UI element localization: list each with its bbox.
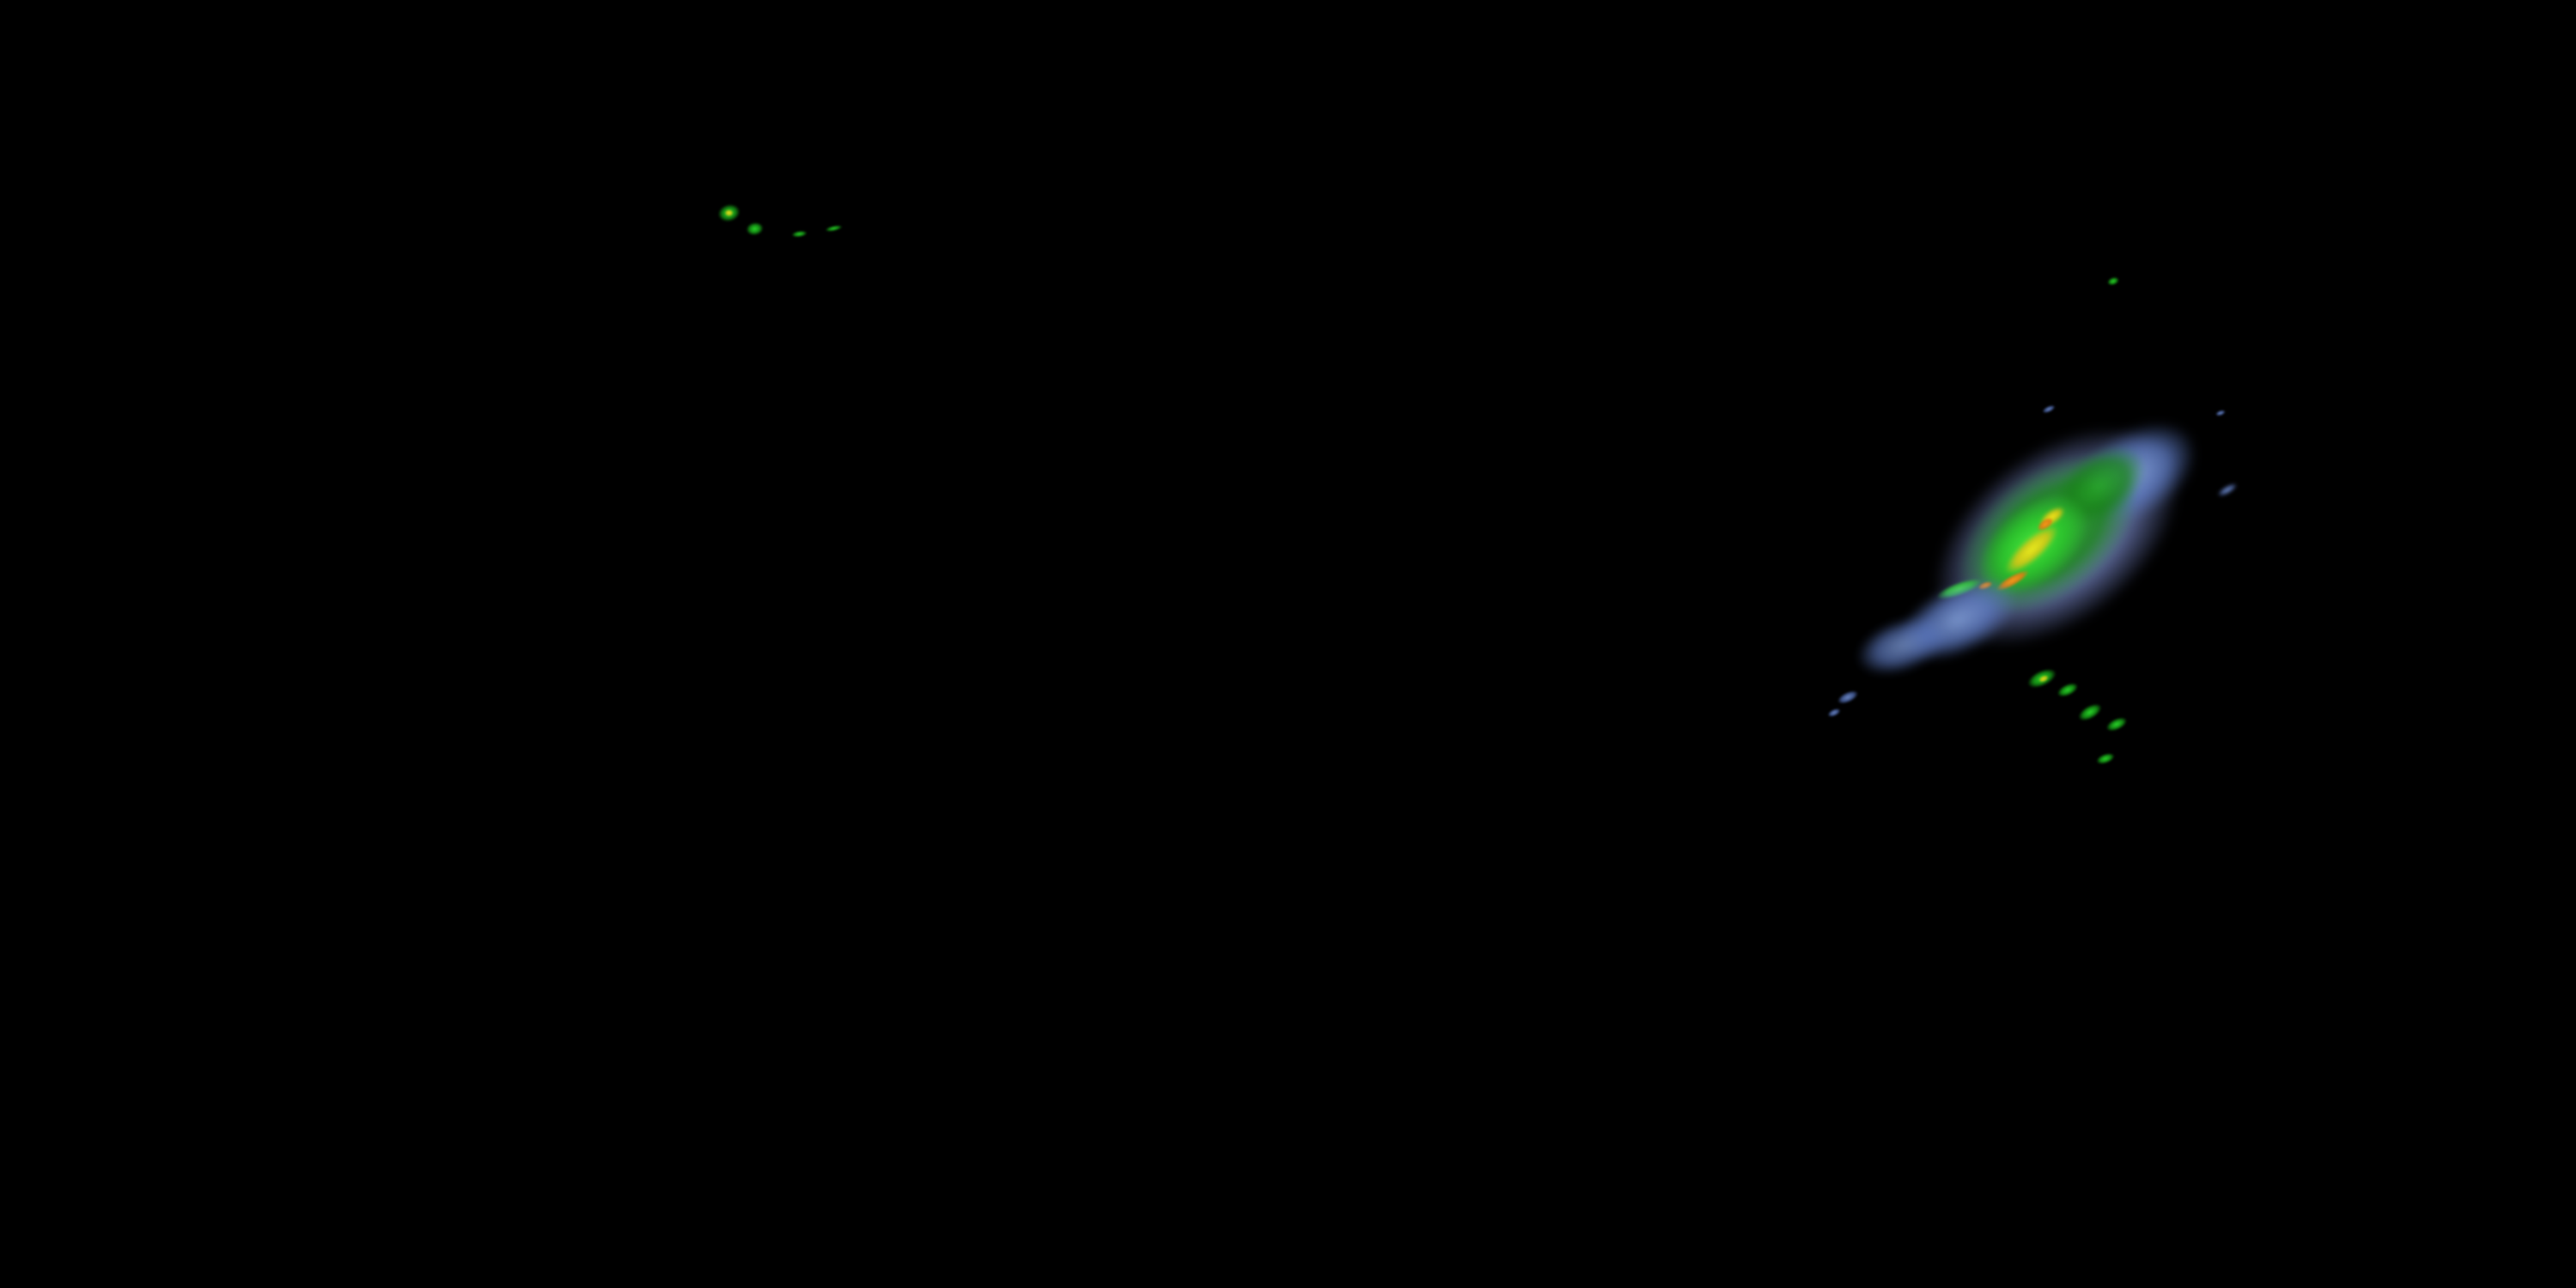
rain-speck-yellow [725,210,733,216]
drizzle-dash [1835,688,1861,707]
rain-speck-yellow [2038,673,2050,683]
storm-yellow-spot [2036,502,2069,532]
rain-speck [2104,714,2129,734]
rain-speck [2105,275,2121,287]
rain-speck [715,201,743,225]
storm-orange-spot [2034,514,2057,533]
rain-speck [744,220,765,237]
storm-orange-dash [1993,566,2032,595]
drizzle-dash [2215,409,2227,417]
rain-speck [2094,750,2117,766]
rain-speck [824,223,843,234]
storm-mid-ne [2038,428,2160,542]
drizzle-dash [2041,403,2057,415]
rain-speck [2024,665,2060,692]
storm-orange-tip [1977,580,1994,592]
drizzle-dash [1826,706,1842,720]
storm-fringe-ne [2052,401,2215,547]
rain-speck [2055,679,2081,700]
rain-tail-blue [1849,605,1955,687]
rain-speck [791,229,808,238]
drizzle-dash [2215,480,2239,499]
rain-speck [2075,700,2105,724]
storm-core [1959,474,2108,617]
storm-fringe [1892,381,2221,692]
storm-mid [1928,421,2168,647]
storm-green-dash [1934,574,1985,605]
storm-yellow-streak [1998,518,2065,581]
rain-tail-blue [1885,562,2031,678]
